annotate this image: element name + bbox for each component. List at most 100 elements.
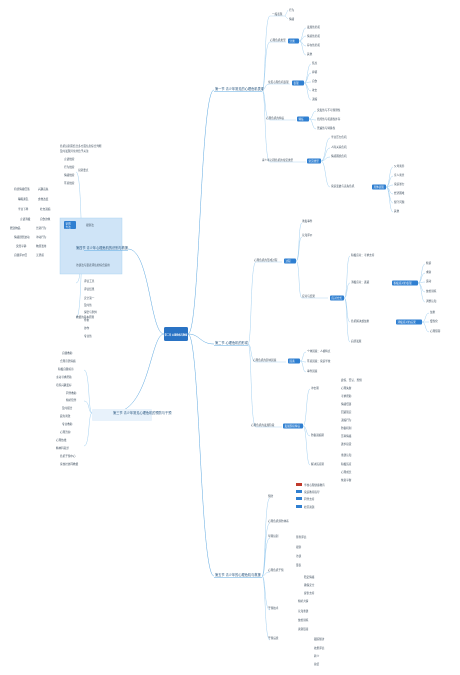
svg-text:专业救助: 专业救助 <box>62 422 73 426</box>
svg-text:危险性与机遇性并存: 危险性与机遇性并存 <box>317 117 341 121</box>
svg-text:情绪剧烈波动: 情绪剧烈波动 <box>14 235 30 239</box>
svg-text:观察法: 观察法 <box>86 223 94 227</box>
svg-text:放松训练: 放松训练 <box>426 289 437 293</box>
svg-text:避免刺激: 避免刺激 <box>60 414 71 418</box>
svg-text:心理危机的特征: 心理危机的特征 <box>266 116 285 120</box>
svg-text:积极自我暗示: 积极自我暗示 <box>58 367 74 371</box>
svg-text:寻求帮助: 寻求帮助 <box>341 394 352 398</box>
svg-text:心理障碍: 心理障碍 <box>430 329 441 333</box>
svg-text:尊重: 尊重 <box>84 318 90 322</box>
b5-subtree: 自我救助 合理宣泄情绪 积极自我暗示 主动寻求帮助 培养兴趣爱好 同伴救助 倾听… <box>56 351 93 466</box>
svg-text:防御退缩期: 防御退缩期 <box>311 433 324 437</box>
svg-text:确保安全: 确保安全 <box>304 583 315 587</box>
branch-label-b3: 第三节 青少年常见心理危机的预防与干预 <box>113 410 172 415</box>
svg-text:兴趣丧失: 兴趣丧失 <box>38 187 49 191</box>
svg-text:诱发事件: 诱发事件 <box>302 219 313 223</box>
svg-text:同伴救助: 同伴救助 <box>66 391 77 395</box>
svg-text:行为线索: 行为线索 <box>64 165 75 169</box>
svg-text:心理热线: 心理热线 <box>56 438 67 442</box>
branch-label-b5: 第五节 青少年的心理危机与救援 <box>215 572 261 577</box>
svg-text:危机干预中心: 危机干预中心 <box>60 454 76 458</box>
svg-text:回避现实: 回避现实 <box>341 410 352 414</box>
branch-label-b1: 第一节 青少年常见的心理危机表现 <box>215 86 265 91</box>
svg-text:及时报告: 及时报告 <box>62 406 73 410</box>
svg-text:干预后续: 干预后续 <box>268 636 279 640</box>
svg-text:因素: 因素 <box>290 359 296 363</box>
svg-text:一般表现: 一般表现 <box>272 12 283 16</box>
svg-text:常见心理危机表现: 常见心理危机表现 <box>268 80 289 84</box>
svg-text:发展性危机: 发展性危机 <box>307 25 320 29</box>
root-label: 第二章 心理危机与救援 <box>165 333 188 337</box>
svg-text:个体因素：人格特点: 个体因素：人格特点 <box>307 349 331 353</box>
branch-node-b5[interactable]: 第五节 青少年的心理危机与救援 <box>214 572 262 578</box>
svg-text:表现: 表现 <box>294 81 300 85</box>
svg-text:稳定情绪: 稳定情绪 <box>304 575 315 579</box>
svg-text:放松训练: 放松训练 <box>298 618 309 622</box>
svg-text:早期识别: 早期识别 <box>268 534 279 538</box>
svg-text:言语线索: 言语线索 <box>64 157 75 161</box>
b1-subtree: 一般表现 行为 情绪 心理危机类型 分类 发展性危机 情境性危机 存在性危机 其… <box>261 8 405 213</box>
svg-text:心理失衡: 心理失衡 <box>341 386 352 390</box>
svg-text:心理咨询: 心理咨询 <box>60 430 71 434</box>
b3-detail: 学校心理健康教育 家庭教育指导 同伴支持 社区资源 筛查评估 观察 访谈 量表 … <box>296 483 325 666</box>
svg-text:心理危机类型: 心理危机类型 <box>270 38 286 42</box>
svg-text:运动: 运动 <box>426 279 432 283</box>
svg-text:父母离异: 父母离异 <box>394 164 405 168</box>
root-connectors <box>111 89 215 577</box>
svg-text:提供支持: 提供支持 <box>304 591 315 595</box>
svg-text:安全第一: 安全第一 <box>84 296 95 300</box>
svg-text:量表: 量表 <box>296 563 302 567</box>
b4-left-list: 持续情绪低落 兴趣丧失 睡眠紊乱 食欲改变 学业下降 社交退缩 言语消极 自伤迹… <box>10 187 51 257</box>
svg-text:特征: 特征 <box>299 117 305 121</box>
svg-text:总结: 总结 <box>314 662 320 666</box>
svg-text:突然平静: 突然平静 <box>16 244 27 248</box>
svg-text:专业性: 专业性 <box>84 334 92 338</box>
svg-text:焦虑: 焦虑 <box>312 61 318 65</box>
svg-text:青少年心理危机的常见类型: 青少年心理危机的常见类型 <box>262 158 294 162</box>
svg-text:攻击: 攻击 <box>312 88 318 92</box>
svg-text:资源链接: 资源链接 <box>298 627 309 631</box>
svg-text:效果评估: 效果评估 <box>314 646 325 650</box>
branch-label-b2: 第二节 心理危机的形成 <box>215 340 249 345</box>
svg-text:消极应对：逃避: 消极应对：逃避 <box>351 280 370 284</box>
branch-node-b3[interactable]: 第三节 青少年常见心理危机的预防与干预 <box>92 409 172 421</box>
svg-text:分类: 分类 <box>290 39 296 43</box>
svg-text:睡眠紊乱: 睡眠紊乱 <box>18 197 29 201</box>
svg-text:保密与例外: 保密与例外 <box>84 310 97 314</box>
svg-text:存在性危机: 存在性危机 <box>307 43 320 47</box>
branch-node-b1[interactable]: 第一节 青少年常见的心理危机表现 <box>214 86 265 92</box>
svg-text:物质滥用: 物质滥用 <box>36 244 47 248</box>
root-node[interactable]: 第二章 心理危机与救援 <box>164 327 188 341</box>
svg-text:危机识别需结合多方面信息综合判断: 危机识别需结合多方面信息综合判断 <box>60 144 102 148</box>
svg-text:危机解决或加重: 危机解决或加重 <box>351 319 370 323</box>
svg-text:心理危机干预: 心理危机干预 <box>268 568 284 572</box>
svg-text:环境线索: 环境线索 <box>64 181 75 185</box>
svg-text:留守问题: 留守问题 <box>394 200 405 204</box>
svg-text:家庭变故与丧失危机: 家庭变故与丧失危机 <box>331 184 355 188</box>
svg-text:逐步接受: 逐步接受 <box>341 442 352 446</box>
svg-text:预防: 预防 <box>268 494 274 498</box>
svg-text:行为: 行为 <box>289 8 295 12</box>
svg-text:告别行为: 告别行为 <box>36 226 47 230</box>
svg-text:重建认知: 重建认知 <box>341 453 352 457</box>
svg-text:过程: 过程 <box>286 259 292 263</box>
svg-text:观察: 观察 <box>296 545 302 549</box>
svg-text:积极应对：寻求支持: 积极应对：寻求支持 <box>351 253 375 257</box>
svg-text:自我评价低: 自我评价低 <box>14 253 27 257</box>
svg-text:冲动行为: 冲动行为 <box>36 235 47 239</box>
svg-text:调整认知: 调整认知 <box>426 299 437 303</box>
svg-text:协作: 协作 <box>84 326 90 330</box>
svg-text:救援的基本原则: 救援的基本原则 <box>76 315 95 319</box>
svg-text:防御机制: 防御机制 <box>341 426 352 430</box>
svg-text:同伴支持: 同伴支持 <box>304 497 315 501</box>
branch-node-b2[interactable]: 第二节 心理危机的形成 <box>214 340 249 346</box>
svg-text:突发性与不可预测性: 突发性与不可预测性 <box>317 108 341 112</box>
svg-text:发展阶段特征: 发展阶段特征 <box>285 424 301 428</box>
branch-node-b4[interactable]: 第四节 青少年心理危机的识别与救援 <box>76 245 129 251</box>
svg-text:心理成长: 心理成长 <box>341 470 352 474</box>
svg-text:认知重建: 认知重建 <box>298 609 309 613</box>
svg-text:学业下降: 学业下降 <box>18 207 29 211</box>
svg-text:震惊、否认、恐惧: 震惊、否认、恐惧 <box>341 378 362 382</box>
svg-text:亲人离世: 亲人离世 <box>394 173 405 177</box>
